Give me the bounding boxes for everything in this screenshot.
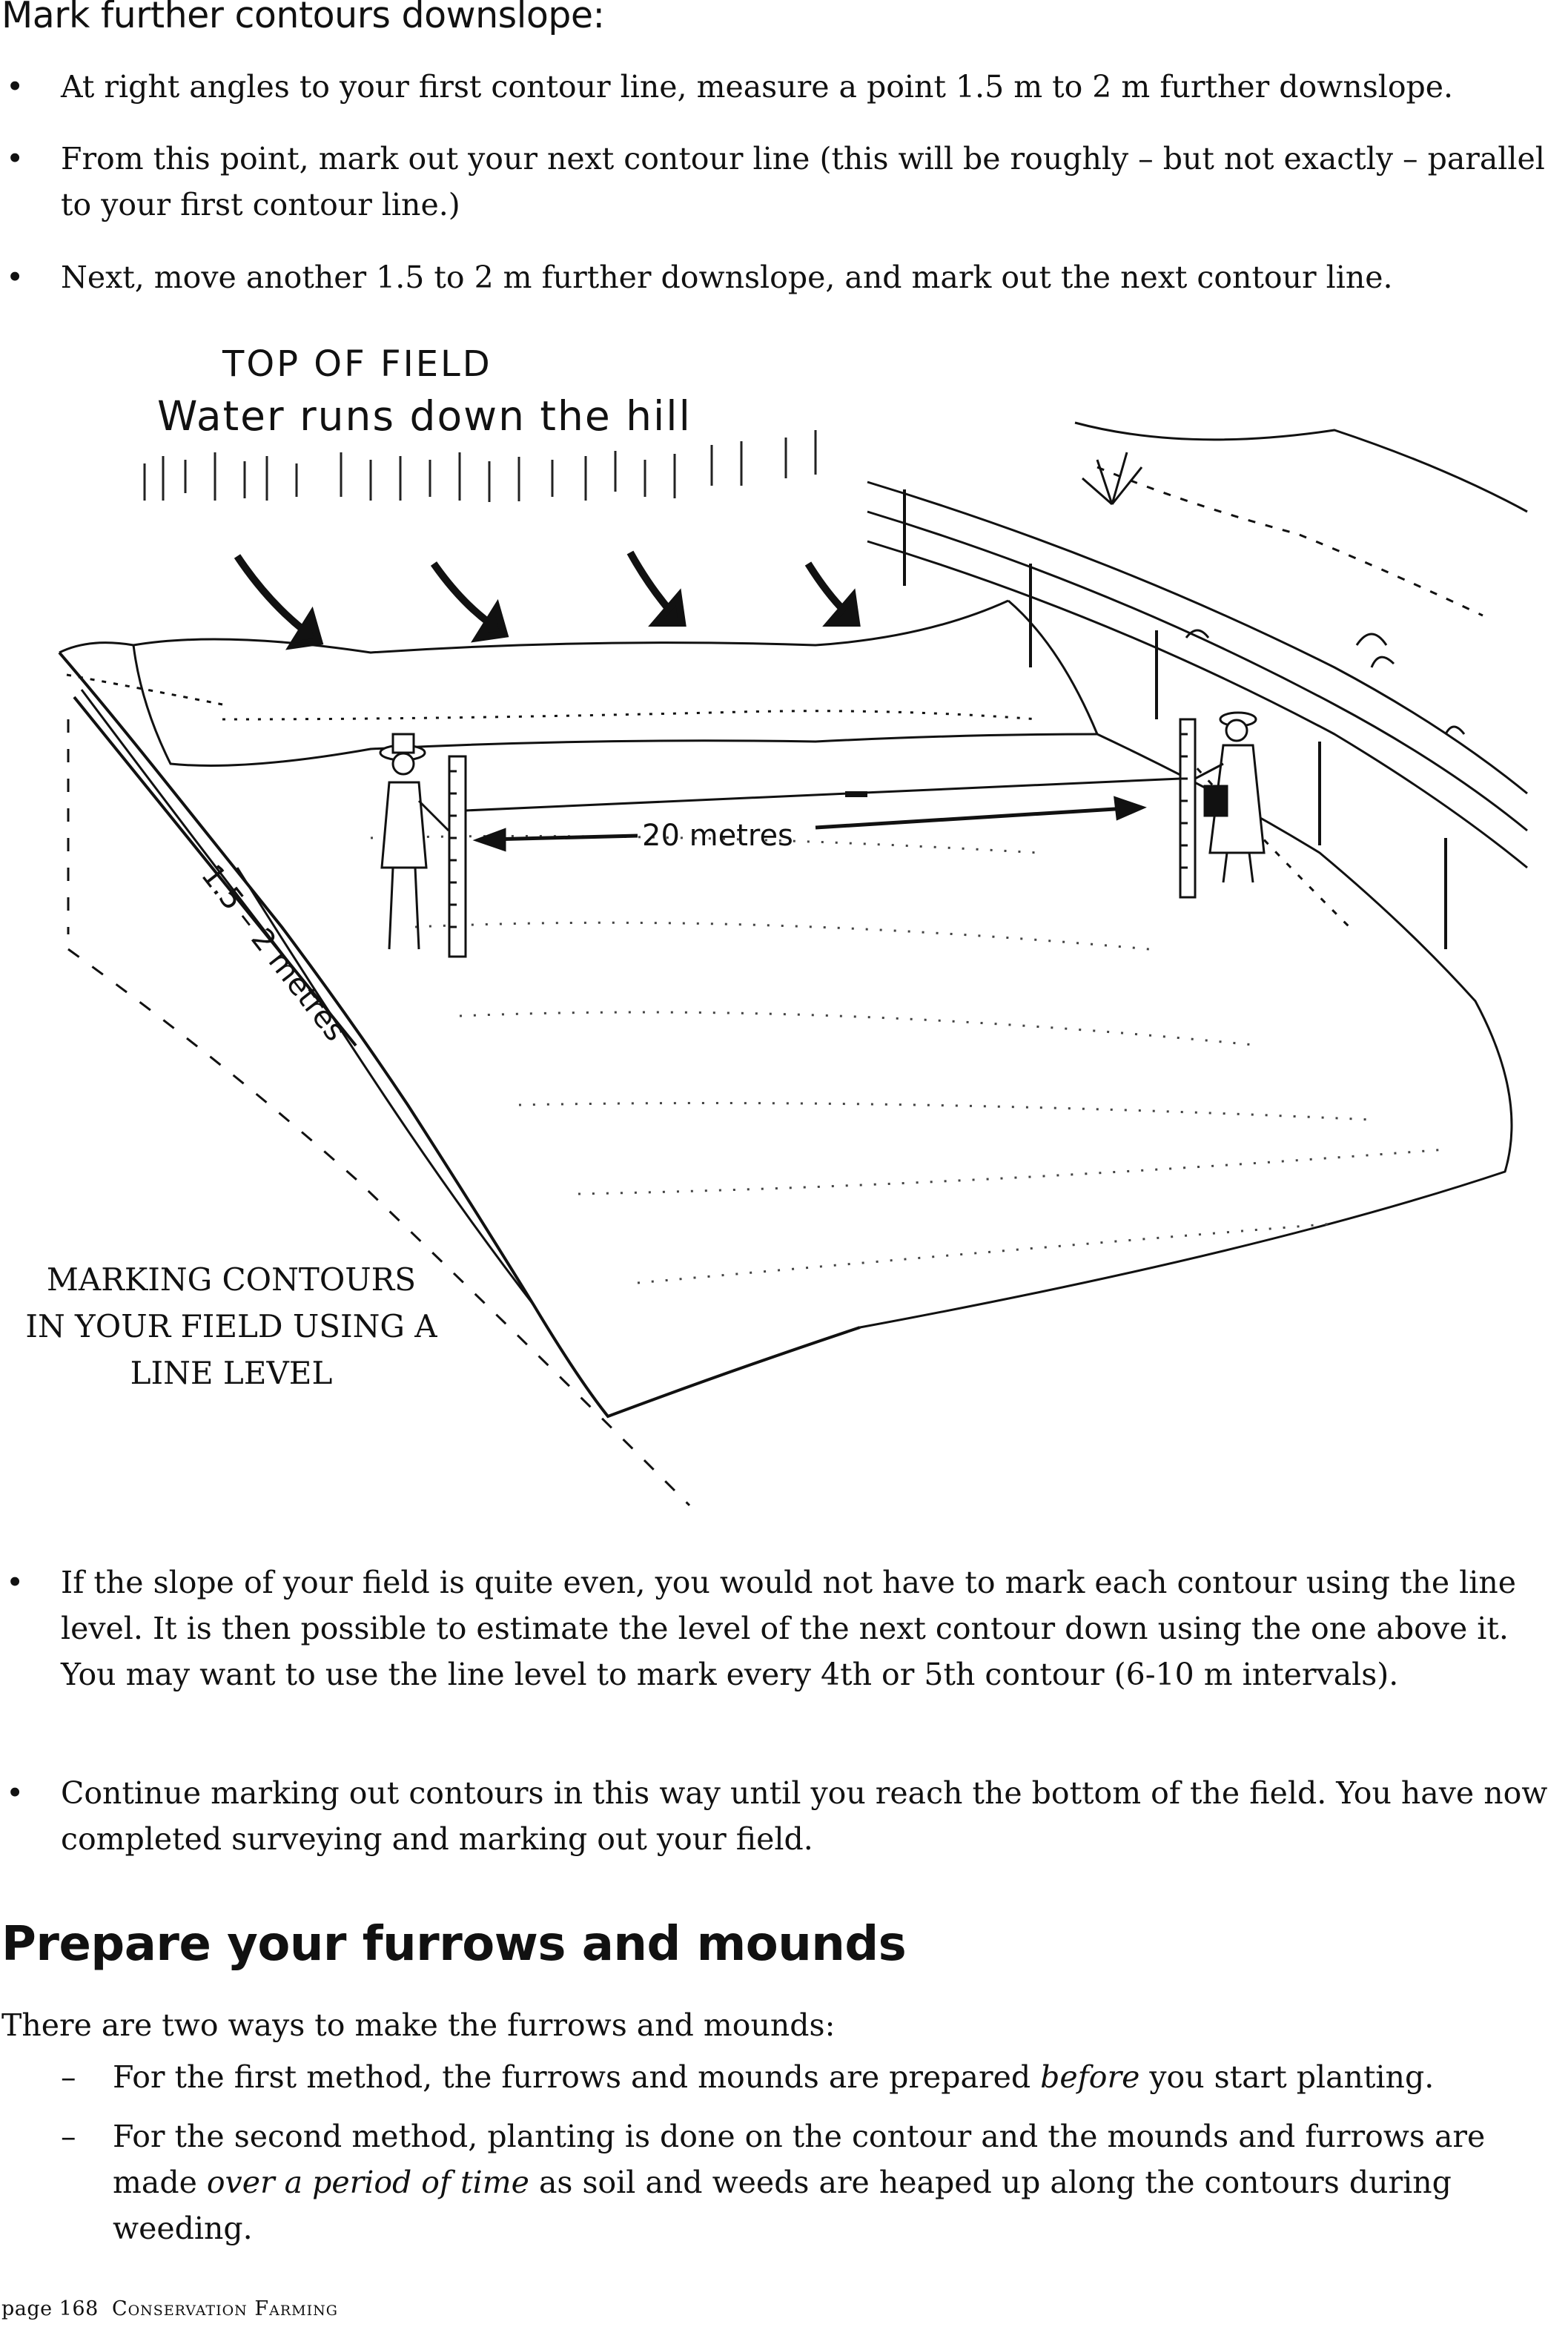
list-item-text: For the first method, the furrows and mo… [113,2059,1435,2095]
arrow-icons [234,550,861,650]
caption-line: IN YOUR FIELD USING A [25,1308,437,1344]
dash-icon: – [61,2059,76,2095]
dashed-guide-lines [67,719,691,1507]
person-left-figure [379,733,450,950]
section-heading: Prepare your furrows and mounds [1,1917,907,1972]
measuring-pole-right [1179,718,1197,899]
bullet-icon: • [6,141,24,176]
footer-title: Conservation Farming [111,2297,338,2320]
fence [867,481,1528,949]
list-item-text: For the second method, planting is done … [113,2119,1486,2246]
field-top-ridge [59,599,1098,767]
distance-arrow [472,796,1147,852]
intro-text: There are two ways to make the furrows a… [1,2007,836,2043]
person-right-figure [1194,711,1266,883]
plant-icons [1082,452,1466,735]
label-water-runs: Water runs down the hill [157,392,692,440]
bullet-icon: • [6,69,24,105]
list-item-text: Next, move another 1.5 to 2 m further do… [61,260,1393,295]
bullet-icon: • [6,1775,24,1811]
list-item-text: Continue marking out contours in this wa… [61,1775,1548,1857]
page-number: page 168 [1,2297,99,2320]
line-level-icon [845,791,867,797]
section-heading: Mark further contours downslope: [1,0,605,36]
page-footer: page 168 Conservation Farming [1,2297,338,2320]
label-downslope: 1.5 – 2 metres [194,859,352,1048]
label-distance: 20 metres [642,819,793,853]
field-right-edge [859,421,1528,1329]
caption-line: LINE LEVEL [130,1355,333,1391]
contour-marking-illustration: TOP OF FIELD Water runs down the hill 20… [25,343,1528,1507]
field-texture [370,835,1446,1284]
emphasis: before [1040,2059,1140,2095]
bullet-icon: • [6,260,24,295]
emphasis: over a period of time [206,2165,529,2200]
dash-icon: – [61,2119,76,2154]
rain-lines [143,430,817,502]
list-item-text: If the slope of your field is quite even… [61,1565,1517,1692]
line-level-string [465,777,1181,812]
list-item-text: At right angles to your first contour li… [61,69,1454,105]
list-item-text: From this point, mark out your next cont… [61,141,1545,222]
caption-line: MARKING CONTOURS [47,1261,416,1298]
bullet-icon: • [6,1565,24,1600]
label-top-of-field: TOP OF FIELD [222,343,492,385]
measuring-pole-left [448,755,467,958]
